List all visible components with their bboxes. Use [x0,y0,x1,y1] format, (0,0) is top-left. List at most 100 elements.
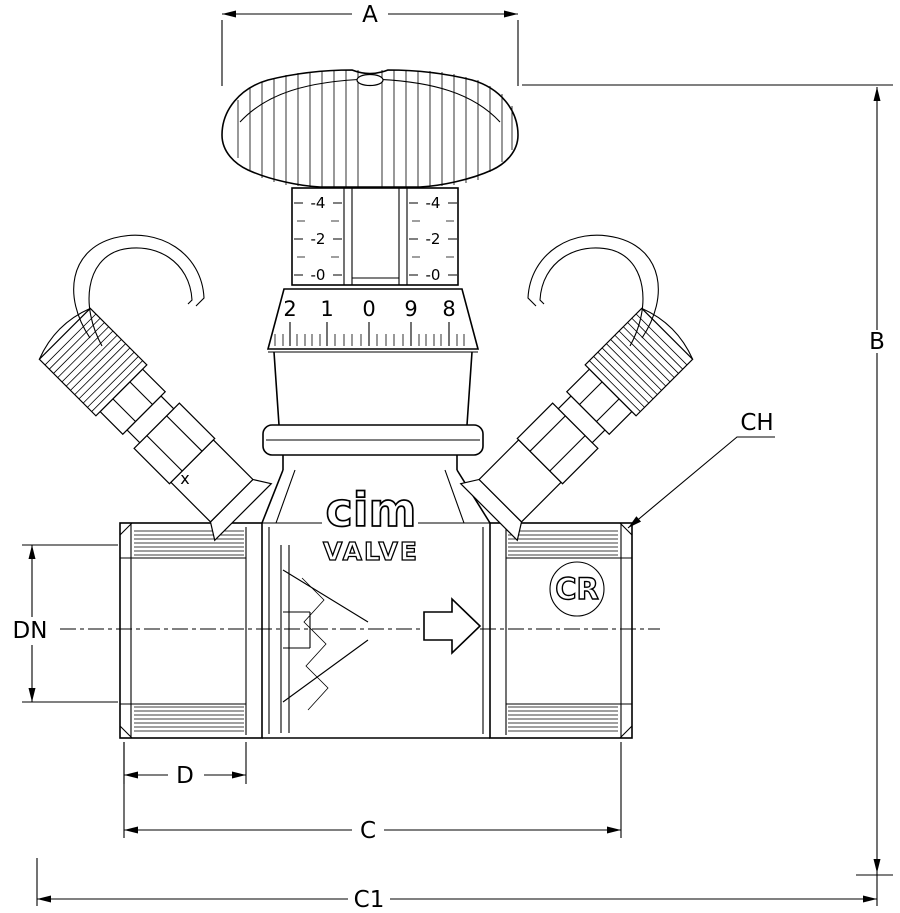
dim-dn-label: DN [13,618,48,644]
dim-dn-arrow-top [28,545,36,559]
handwheel-outline [221,69,519,188]
scale-left-value: -0 [311,266,326,284]
scale-left-major-ticks [294,202,342,276]
dimension-b: B [522,84,893,906]
left-end-outline [119,522,263,739]
scale-column-right: -4 -2 -0 [409,194,457,284]
dim-c-label: C [360,818,376,844]
brand-script-text: cim [326,483,417,537]
dimension-c1: C1 [36,858,877,913]
dim-dn-extension-lines [22,544,118,703]
dim-dn-arrow-bottom [28,688,36,702]
scale-column-left: -4 -2 -0 [294,194,342,284]
right-port-wire-loop [527,234,659,347]
port-knurled-cap [38,307,148,417]
internal-seat [283,611,311,649]
wire-loop-outer [527,234,659,339]
scale-right-minor-ticks [412,220,454,258]
port-knurled-cap [584,307,694,417]
dim-b-arrow-top [873,87,881,101]
scale-left-value: -4 [311,194,326,212]
center-body: cim VALVE CR [60,469,660,739]
handwheel [221,69,519,188]
ch-leader-arrow [628,516,641,528]
valve-body: cim VALVE CR [60,469,660,739]
dimension-d: D [123,742,247,789]
dim-b-label: B [869,329,885,355]
dial-number: 2 [283,297,296,321]
port-cap-knurl [589,313,688,412]
ch-callout: CH [627,410,775,529]
bonnet-assembly [262,351,484,470]
left-test-port [38,307,273,542]
right-thread-hatch-bottom [508,706,618,732]
dial-minor-ticks [274,334,465,346]
dim-a-arrow-right [504,10,518,18]
right-bore-lines [505,527,632,735]
right-end-connection [489,522,633,739]
dim-c1-label: C1 [354,887,385,913]
brand-word-text: VALVE [323,537,419,566]
wire-loop-inner [88,247,193,347]
dim-d-arrow-left [124,771,138,779]
scale-right-value: -0 [426,266,441,284]
left-thread-hatch-bottom [134,706,244,732]
dim-d-arrow-right [232,771,246,779]
port-hex-facets [529,415,586,472]
wire-loop-inner [539,247,644,347]
port-cap-knurl [44,313,143,412]
port-cap-dome [38,307,91,360]
body-shoulder-inner [275,469,465,524]
scale-left-minor-ticks [297,220,339,258]
left-end-connection [119,522,263,739]
dial-number: 1 [320,297,333,321]
right-end-chamfers [619,522,633,739]
dim-a-extension-lines [221,20,519,86]
bonnet-neck [282,455,458,470]
dim-c-arrow-right [607,826,621,834]
cr-logo-text: CR [555,572,599,606]
scale-left-value: -2 [311,230,326,248]
dimension-dn: DN [13,544,118,703]
dial-major-ticks [289,322,450,346]
ch-label: CH [740,410,773,436]
wire-loop-outer [73,234,205,339]
dial-ring: 2 1 0 9 8 [266,288,480,353]
dimension-a: A [221,2,519,86]
internal-spring [301,577,329,711]
port-gland-facets [112,381,153,422]
dim-d-label: D [176,763,194,789]
dim-c-extension-lines [123,742,622,838]
scale-housing-outline [291,187,459,286]
left-bore-lines [120,527,247,735]
dial-number: 8 [442,297,455,321]
dim-c1-arrow-left [37,895,51,903]
dim-c1-arrow-right [863,895,877,903]
bonnet-sides [273,351,473,426]
scale-right-value: -4 [426,194,441,212]
left-thread-hatch-top [134,530,244,556]
dim-a-arrow-left [222,10,236,18]
ch-leader-line [627,436,775,529]
right-thread-hatch-top [508,530,618,556]
scale-right-major-ticks [409,202,457,276]
dial-number: 0 [362,297,375,321]
port-cap-dome [641,307,694,360]
internal-seat-walls [280,545,290,733]
port-gland-facets [579,381,620,422]
handwheel-center-cap [356,73,384,87]
dim-b-arrow-bottom [873,859,881,873]
left-end-chamfers [119,522,133,739]
left-port-wire-loop [73,234,205,347]
port-x-mark: x [180,469,189,488]
scale-right-value: -2 [426,230,441,248]
internal-passage-lines [282,569,369,703]
dial-number: 9 [404,297,417,321]
dim-b-extension-lines [522,84,893,876]
stem-scale-housing: -4 -2 -0 -4 -2 -0 [291,187,459,286]
scale-housing-dividers [343,188,408,285]
flow-arrow-icon [423,597,482,655]
handwheel-knurl-lines [237,70,513,187]
